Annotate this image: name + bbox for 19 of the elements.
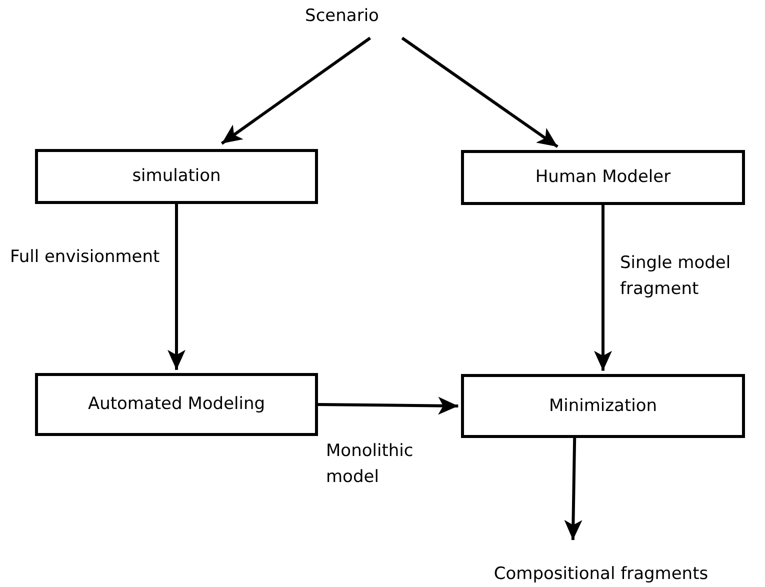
- node-label: Scenario: [305, 6, 379, 26]
- arrow: [401, 36, 558, 148]
- arrow: [168, 204, 186, 370]
- box-label: Automated Modeling: [88, 394, 266, 415]
- edge-label: Monolithic model: [326, 440, 414, 490]
- arrow: [564, 438, 582, 540]
- process-box: [35, 149, 318, 204]
- arrow: [318, 396, 458, 415]
- edge-label: Single model fragment: [620, 252, 732, 302]
- node-label: Compositional fragments: [494, 564, 708, 584]
- process-box: [461, 150, 745, 205]
- arrow: [594, 205, 612, 371]
- process-box: [461, 374, 745, 438]
- box-label: Human Modeler: [535, 167, 671, 188]
- box-label: simulation: [132, 166, 221, 187]
- edge-label: Full envisionment: [10, 246, 161, 269]
- box-label: Minimization: [548, 396, 658, 416]
- arrow: [220, 36, 372, 145]
- process-box: [35, 373, 318, 436]
